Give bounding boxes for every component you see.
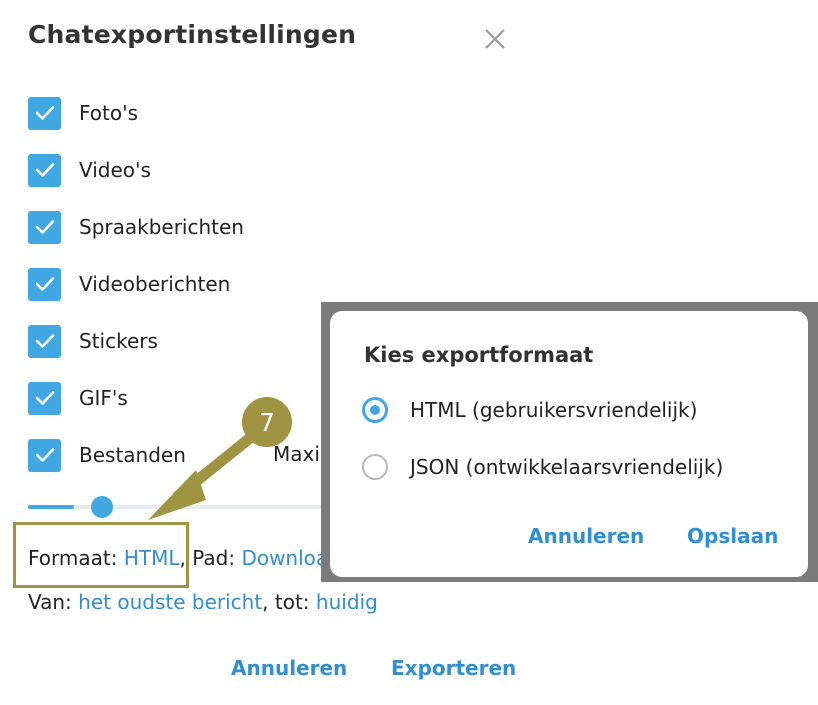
format-option-json[interactable]: JSON (ontwikkelaarsvriendelijk)	[362, 454, 723, 480]
close-button[interactable]	[478, 22, 512, 56]
max-size-label: Maxi	[273, 442, 320, 466]
checkbox-video-messages[interactable]	[28, 267, 61, 301]
check-icon	[35, 106, 54, 120]
checkbox-files[interactable]	[28, 438, 61, 472]
option-videos-label: Video's	[79, 158, 151, 182]
format-link[interactable]: HTML	[123, 546, 180, 570]
file-size-slider[interactable]	[28, 496, 328, 518]
check-icon	[35, 334, 54, 348]
format-dialog-title: Kies exportformaat	[364, 343, 594, 367]
check-icon	[35, 391, 54, 405]
option-stickers[interactable]: Stickers	[28, 324, 158, 358]
option-photos[interactable]: Foto's	[28, 96, 138, 130]
range-from-link[interactable]: het oudste bericht	[78, 590, 263, 614]
checkbox-stickers[interactable]	[28, 324, 61, 358]
format-option-html[interactable]: HTML (gebruikersvriendelijk)	[362, 397, 697, 423]
option-photos-label: Foto's	[79, 101, 139, 125]
option-video-messages-label: Videoberichten	[79, 272, 231, 296]
range-to-prefix: , tot:	[262, 590, 316, 614]
format-prefix: Formaat:	[28, 546, 124, 570]
option-gifs-label: GIF's	[79, 386, 128, 410]
option-files[interactable]: Bestanden	[28, 438, 186, 472]
format-option-html-label: HTML (gebruikersvriendelijk)	[410, 398, 698, 422]
option-stickers-label: Stickers	[79, 329, 158, 353]
option-gifs[interactable]: GIF's	[28, 381, 128, 415]
checkbox-videos[interactable]	[28, 153, 61, 187]
check-icon	[35, 448, 54, 462]
page-title: Chatexportinstellingen	[28, 20, 357, 49]
format-highlight-box	[13, 522, 189, 588]
option-video-messages[interactable]: Videoberichten	[28, 267, 230, 301]
range-line: Van: het oudste bericht, tot: huidig	[28, 590, 378, 614]
option-voice-messages[interactable]: Spraakberichten	[28, 210, 244, 244]
checkbox-photos[interactable]	[28, 96, 61, 130]
format-option-json-label: JSON (ontwikkelaarsvriendelijk)	[410, 455, 724, 479]
radio-html[interactable]	[362, 397, 388, 423]
step-number-badge: 7	[242, 397, 292, 447]
range-to-link[interactable]: huidig	[315, 590, 378, 614]
format-save-button[interactable]: Opslaan	[687, 524, 779, 548]
option-voice-messages-label: Spraakberichten	[79, 215, 244, 239]
format-dialog: Kies exportformaat HTML (gebruikersvrien…	[330, 311, 808, 577]
format-line: Formaat: HTML, Pad: Downloa	[28, 546, 328, 570]
checkbox-voice-messages[interactable]	[28, 210, 61, 244]
option-videos[interactable]: Video's	[28, 153, 151, 187]
export-button[interactable]: Exporteren	[391, 656, 517, 680]
radio-json[interactable]	[362, 454, 388, 480]
slider-thumb[interactable]	[91, 496, 113, 518]
checkbox-gifs[interactable]	[28, 381, 61, 415]
path-link[interactable]: Downloa	[241, 546, 329, 570]
slider-fill	[28, 505, 74, 509]
check-icon	[35, 163, 54, 177]
check-icon	[35, 220, 54, 234]
cancel-button[interactable]: Annuleren	[231, 656, 348, 680]
format-cancel-button[interactable]: Annuleren	[528, 524, 645, 548]
close-icon	[485, 29, 505, 49]
option-files-label: Bestanden	[79, 443, 186, 467]
range-from-prefix: Van:	[28, 590, 79, 614]
check-icon	[35, 277, 54, 291]
